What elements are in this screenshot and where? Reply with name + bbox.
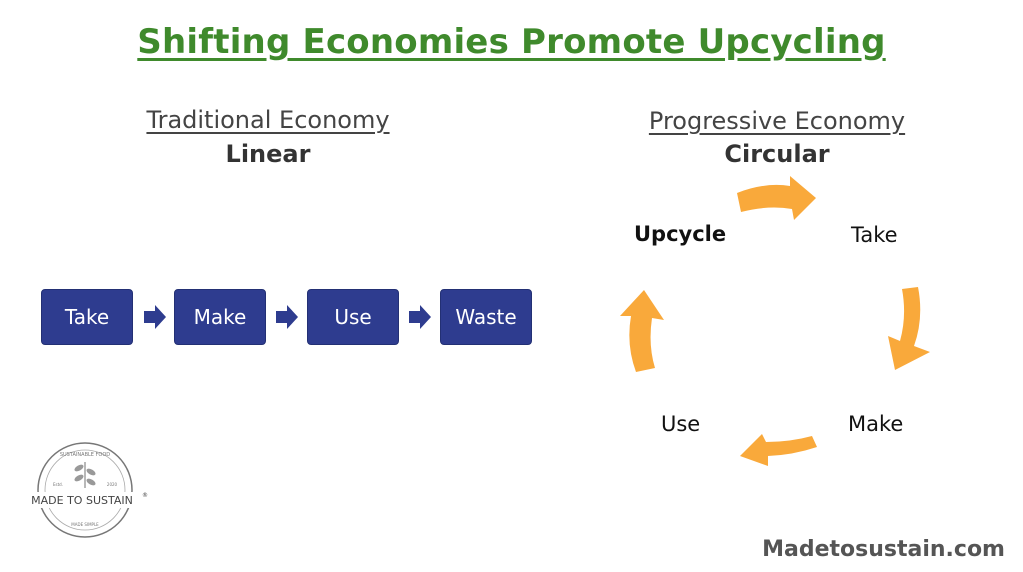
cycle-arrow-icon: [737, 176, 816, 220]
linear-step-use: Use: [307, 289, 399, 345]
cycle-label-take: Take: [851, 223, 898, 247]
linear-step-make: Make: [174, 289, 266, 345]
logo-tagline: MADE SIMPLE: [71, 522, 99, 527]
logo-year: 2020: [107, 482, 118, 487]
cycle-arrow-icon: [620, 290, 664, 372]
linear-step-take: Take: [41, 289, 133, 345]
traditional-heading: Traditional Economy: [146, 106, 390, 134]
linear-step-waste: Waste: [440, 289, 532, 345]
footer-website: Madetosustain.com: [762, 537, 1005, 562]
cycle-label-upcycle: Upcycle: [634, 222, 727, 246]
made-to-sustain-logo: SUSTAINABLE FOOD Estd. 2020 MADE TO SUST…: [18, 442, 152, 538]
cycle-arrow-icon: [888, 287, 930, 370]
flow-arrow-icon: [144, 305, 166, 329]
cycle-label-make: Make: [848, 412, 904, 436]
page-title: Shifting Economies Promote Upcycling: [137, 22, 886, 62]
linear-subheading: Linear: [225, 140, 311, 168]
flow-arrow-icon: [409, 305, 431, 329]
logo-name: MADE TO SUSTAIN: [31, 494, 133, 507]
progressive-heading: Progressive Economy: [648, 107, 906, 135]
cycle-label-use: Use: [661, 412, 701, 436]
flow-arrow-icon: [276, 305, 298, 329]
logo-arc-text: SUSTAINABLE FOOD: [60, 452, 110, 458]
circular-subheading: Circular: [724, 140, 830, 168]
cycle-arrow-icon: [740, 434, 817, 466]
logo-est: Estd.: [53, 482, 63, 487]
logo-registered: ®: [142, 492, 148, 499]
